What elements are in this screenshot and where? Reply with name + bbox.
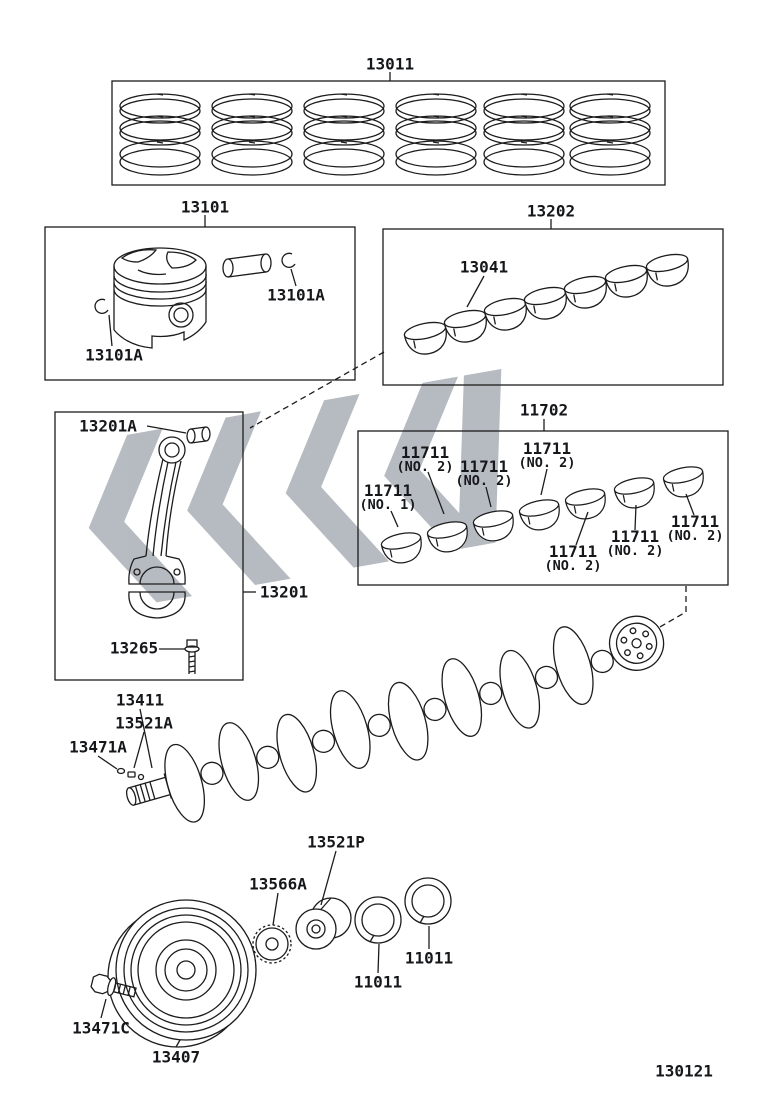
label-thrust-washer-upper: 11011 — [404, 948, 454, 968]
label-snap-ring-left: 13101A — [85, 345, 143, 365]
label-rod-bearing-0: 11711(NO. 2) — [396, 443, 454, 475]
gear-plate-drawing — [252, 924, 292, 964]
label-main-bearing-set: 13202 — [526, 201, 576, 221]
label-rod-bearing-1: 11711(NO. 2) — [455, 457, 513, 489]
main-bearing-box — [382, 228, 724, 386]
label-thrust-washer-lower: 11011 — [353, 972, 403, 992]
main-bearings-drawing — [402, 250, 694, 360]
label-rod-bearing-6: 11711(NO. 2) — [666, 512, 724, 544]
crankshaft-drawing — [125, 615, 665, 828]
label-crank-washer: 13471A — [69, 737, 127, 757]
snap-ring-right-drawing — [281, 252, 296, 268]
label-piston: 13101 — [180, 197, 230, 217]
label-main-bearing: 13041 — [459, 257, 509, 277]
piston-ring-sets-drawing — [119, 93, 651, 176]
label-pulley-bolt: 13471C — [72, 1018, 130, 1038]
label-timing-gear: 13521P — [307, 832, 365, 852]
crank-key-parts-drawing — [116, 767, 145, 781]
label-crank-key: 13521A — [115, 713, 173, 733]
piston-ring-set-box — [111, 80, 666, 186]
connecting-rod-box — [54, 411, 244, 681]
label-rod-bolt: 13265 — [109, 638, 159, 658]
label-crankshaft: 13411 — [115, 690, 165, 710]
piston-drawing — [94, 247, 296, 349]
label-connecting-rod: 13201 — [259, 582, 309, 602]
pulley-bolt-drawing — [90, 973, 137, 998]
leader-lines — [97, 72, 695, 1048]
piston-box — [44, 226, 356, 381]
dashed-connectors — [249, 351, 687, 644]
group-boxes — [44, 80, 729, 681]
piston-pin-drawing — [222, 253, 272, 278]
label-piston-ring-set: 13011 — [365, 54, 415, 74]
pulley-drawing — [107, 899, 257, 1048]
label-rod-bearing-set: 11702 — [519, 400, 569, 420]
rod-bolt-drawing — [184, 639, 200, 674]
label-gear-plate: 13566A — [249, 874, 307, 894]
thrust-washers-drawing — [354, 877, 452, 944]
connecting-rod-drawing — [128, 426, 211, 674]
rod-bearing-box — [357, 430, 729, 586]
label-rod-bearing-3: 11711(NO. 1) — [359, 481, 417, 513]
label-rod-bearing-4: 11711(NO. 2) — [544, 542, 602, 574]
label-rod-bearing-5: 11711(NO. 2) — [606, 527, 664, 559]
label-rod-bushing: 13201A — [79, 416, 137, 436]
label-snap-ring-right: 13101A — [267, 285, 325, 305]
diagram-footer-code: 130121 — [655, 1061, 713, 1081]
label-rod-bearing-2: 11711(NO. 2) — [518, 439, 576, 471]
snap-ring-left-drawing — [94, 298, 109, 314]
label-pulley: 13407 — [151, 1047, 201, 1067]
timing-gear-drawing — [295, 897, 352, 950]
